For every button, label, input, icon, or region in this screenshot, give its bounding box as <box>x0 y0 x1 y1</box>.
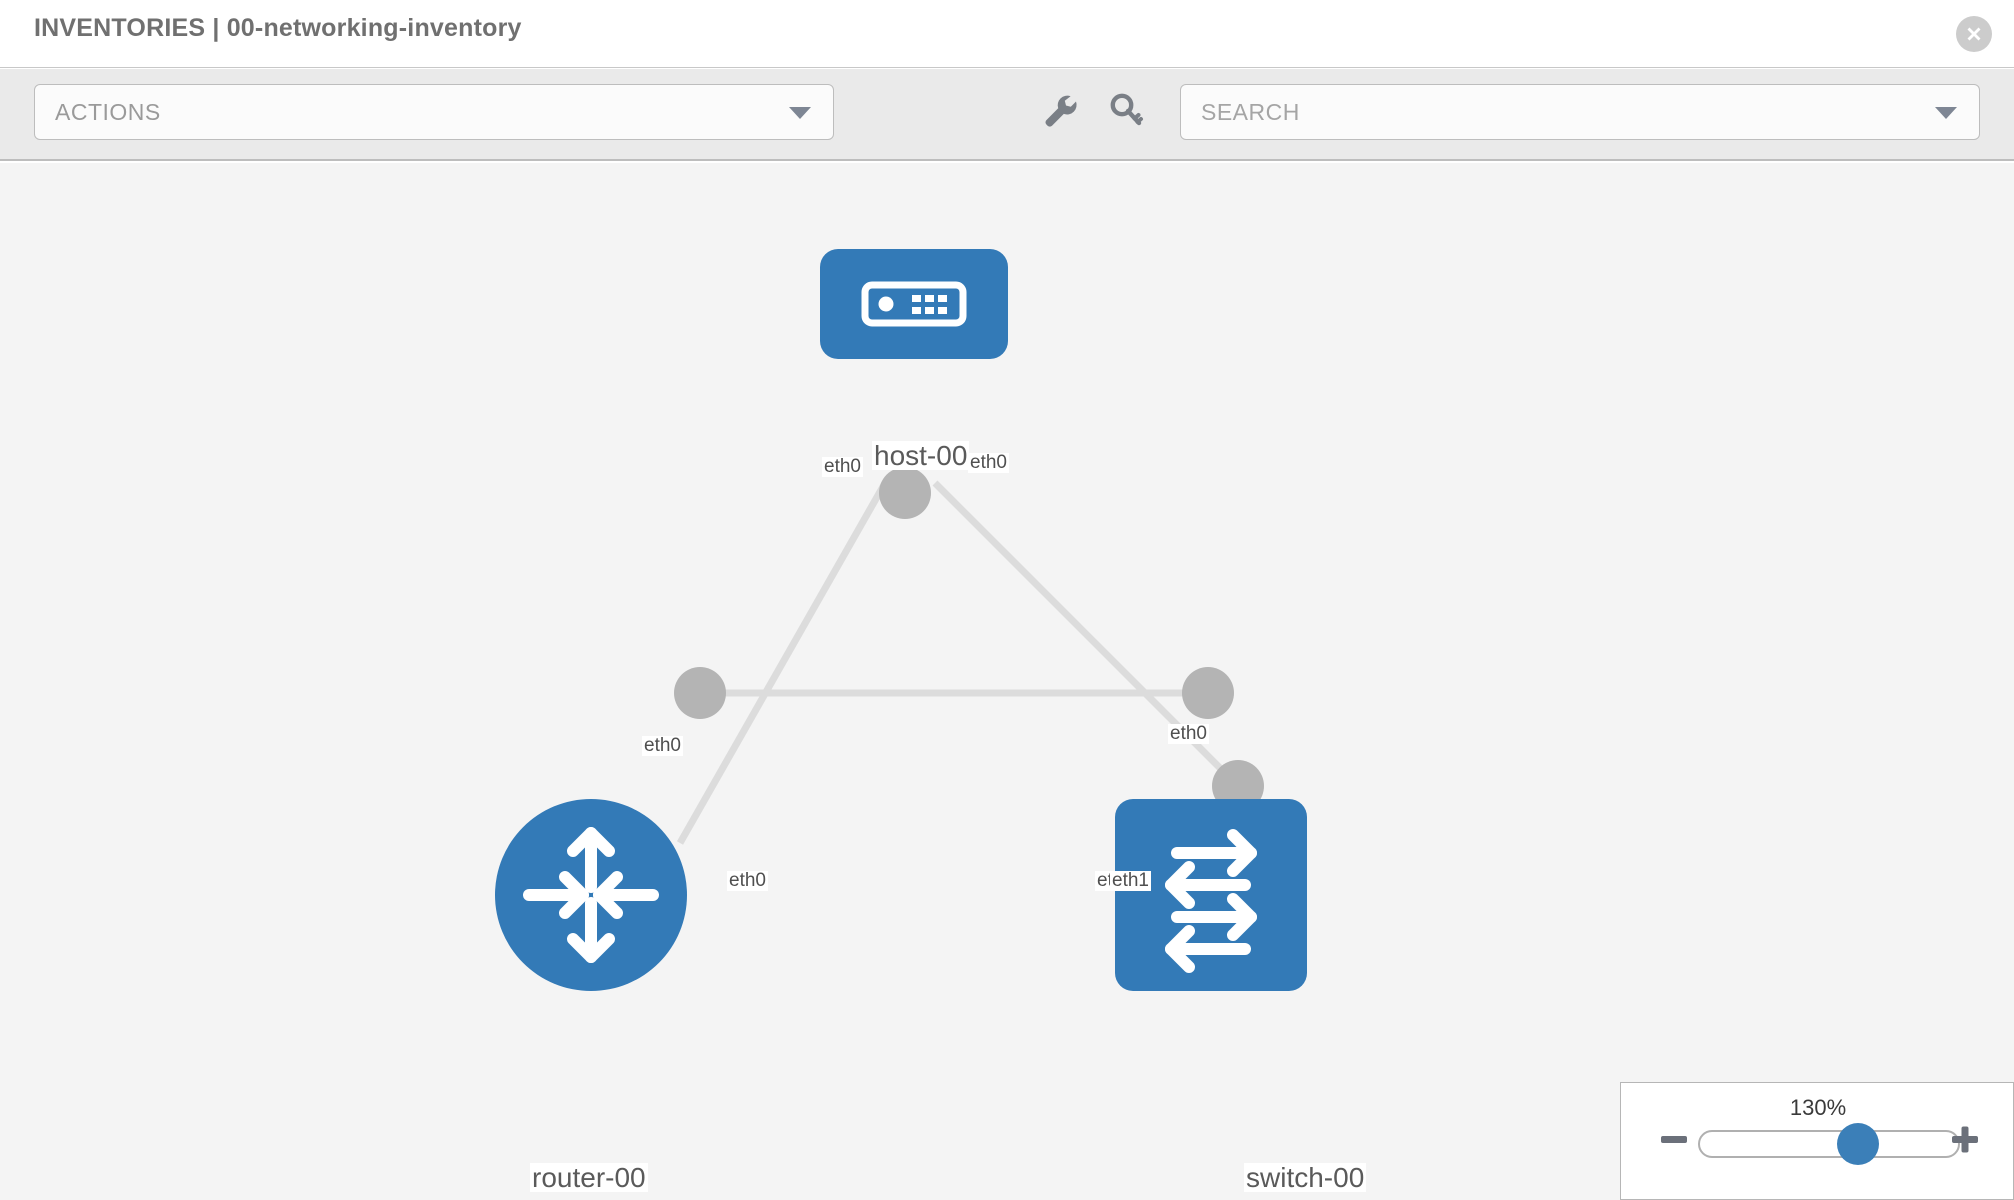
server-icon <box>861 281 967 327</box>
zoom-slider-thumb[interactable] <box>1836 1123 1879 1165</box>
node-switch-00[interactable] <box>1115 799 1307 991</box>
node-label-router-00: router-00 <box>530 1162 648 1193</box>
node-label-host-00: host-00 <box>872 440 970 471</box>
node-router-00[interactable] <box>495 799 687 991</box>
iface-label-router-eth0: eth0 <box>727 870 768 891</box>
switch-arrows-icon <box>1165 829 1257 973</box>
node-label-switch-00: switch-00 <box>1244 1162 1367 1193</box>
page-title: INVENTORIES | 00-networking-inventory <box>34 14 522 42</box>
close-icon[interactable] <box>1956 16 1992 52</box>
chevron-down-icon <box>789 107 811 119</box>
port-switch-eth1[interactable] <box>1182 667 1234 719</box>
zoom-level-label: 130% <box>1789 1095 1847 1120</box>
topology-canvas[interactable]: host-00 router-00 switch-00 eth0 eth0 et… <box>0 163 2014 1200</box>
plus-icon <box>1952 1126 1978 1153</box>
iface-label-host-eth0-right: eth0 <box>968 452 1009 473</box>
search-field[interactable] <box>1180 84 1980 140</box>
key-icon[interactable] <box>1103 88 1149 134</box>
wrench-icon[interactable] <box>1037 88 1083 134</box>
port-router-eth0[interactable] <box>674 667 726 719</box>
minus-icon <box>1661 1136 1687 1143</box>
iface-label-switch-eth0-up: eth0 <box>1168 723 1209 744</box>
actions-dropdown[interactable]: ACTIONS <box>34 84 834 140</box>
search-input[interactable] <box>1199 85 1899 139</box>
iface-label-router-eth0-up: eth0 <box>642 735 683 756</box>
iface-label-switch-eth1: eth1 <box>1110 870 1151 891</box>
zoom-out-button[interactable] <box>1659 1125 1689 1160</box>
node-host-00[interactable] <box>820 249 1008 359</box>
router-arrows-icon <box>523 827 659 963</box>
iface-label-host-eth0-left: eth0 <box>822 456 863 477</box>
actions-dropdown-label: ACTIONS <box>55 99 161 125</box>
port-host-eth0[interactable] <box>879 467 931 519</box>
chevron-down-icon <box>1935 107 1957 119</box>
link-host-router <box>676 481 889 845</box>
zoom-slider-track[interactable] <box>1698 1130 1960 1158</box>
topology-links-layer <box>674 467 1264 845</box>
zoom-control-panel: 130% <box>1620 1082 2014 1200</box>
page-header: INVENTORIES | 00-networking-inventory <box>0 0 2014 68</box>
zoom-in-button[interactable] <box>1950 1125 1980 1160</box>
